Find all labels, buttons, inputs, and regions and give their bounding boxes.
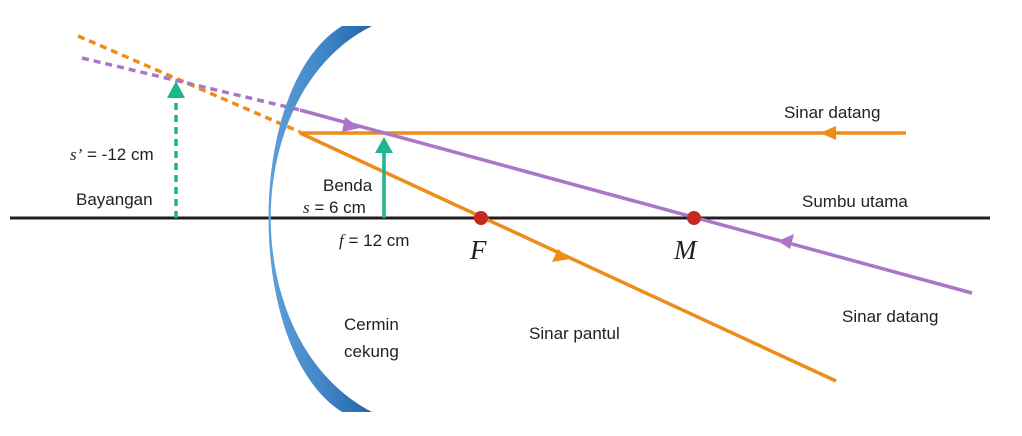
principal-axis-label: Sumbu utama [802, 192, 908, 211]
focal-point [474, 211, 488, 225]
incident-ray-bottom-label: Sinar datang [842, 307, 938, 326]
incident-ray-arrowhead [820, 126, 836, 140]
reflected-ray-label: Sinar pantul [529, 324, 620, 343]
object-arrowhead [375, 137, 393, 153]
purple-ray-arrowhead-lower [778, 234, 794, 249]
image-label: Bayangan [76, 190, 153, 209]
image-distance-label: s’ = -12 cm [70, 145, 154, 164]
reflected-ray [299, 131, 837, 383]
object-label: Benda [323, 176, 373, 195]
reflected-ray-arrowhead [552, 249, 570, 262]
focal-point-label: F [469, 235, 487, 265]
purple-ray-extension [81, 56, 301, 112]
incident-ray-top-label: Sinar datang [784, 103, 880, 122]
image-arrowhead [167, 81, 185, 98]
mirror-label-line1: Cermin [344, 315, 399, 334]
mirror-label-line2: cekung [344, 342, 399, 361]
object-distance-label: s = 6 cm [303, 198, 366, 217]
purple-ray-arrowhead-upper [342, 117, 360, 132]
center-point-label: M [673, 235, 698, 265]
center-of-curvature-point [687, 211, 701, 225]
focal-length-label: f = 12 cm [339, 231, 409, 250]
incident-ray-through-center [299, 108, 973, 295]
